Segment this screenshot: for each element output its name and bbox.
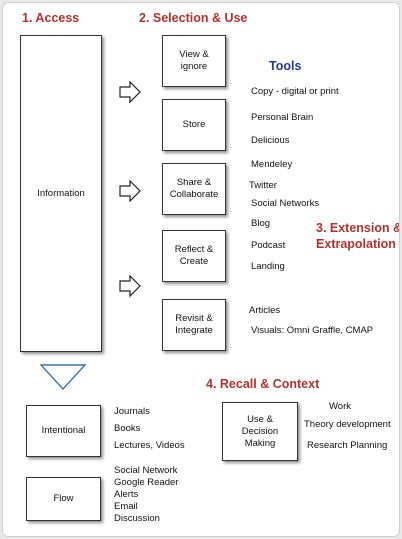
use-decision-line1: Use & [247, 413, 273, 425]
list-item: Books [114, 423, 141, 434]
information-box: Information [20, 35, 102, 352]
flow-box: Flow [26, 477, 101, 521]
right-arrow-icon [119, 179, 141, 203]
right-arrow-icon [119, 274, 141, 298]
use-decision-box: Use & Decision Making [222, 402, 298, 461]
tool-mendeley: Mendeley [251, 159, 293, 170]
intentional-list: Journals Books Lectures, Videos [114, 406, 185, 452]
heading-recall-context: 4. Recall & Context [206, 377, 320, 391]
share-collaborate-line1: Share & [176, 177, 212, 188]
heading-access: 1. Access [22, 11, 80, 25]
tool-visuals: Visuals: Omni Graffle, CMAP [251, 325, 374, 336]
list-item: Google Reader [114, 477, 179, 488]
tool-personal-brain: Personal Brain [251, 112, 314, 123]
tool-landing: Landing [251, 261, 285, 272]
heading-selection-use: 2. Selection & Use [139, 11, 248, 25]
heading-extension-line2: Extrapolation [316, 237, 396, 251]
intentional-label: Intentional [41, 425, 86, 436]
right-arrow-icon [119, 80, 141, 104]
list-item: Discussion [114, 513, 160, 524]
list-item: Social Network [114, 465, 178, 476]
use-decision-line3: Making [244, 437, 276, 449]
down-triangle-icon [39, 364, 87, 391]
view-ignore-box: View & ignore [162, 35, 226, 87]
tool-copy: Copy - digital or print [251, 86, 339, 97]
list-item: Journals [114, 406, 150, 417]
revisit-integrate-line2: Integrate [175, 325, 213, 336]
share-collaborate-box: Share & Collaborate [162, 163, 226, 215]
flow-list: Social Network Google Reader Alerts Emai… [114, 465, 178, 525]
view-ignore-line1: View & [179, 49, 209, 60]
context-research: Research Planning [307, 440, 388, 451]
information-label: Information [37, 187, 85, 199]
view-ignore-line2: ignore [180, 61, 208, 72]
intentional-box: Intentional [26, 405, 101, 457]
store-label: Store [182, 119, 206, 130]
context-theory: Theory development [304, 419, 391, 430]
heading-tools: Tools [269, 59, 302, 73]
tool-social-networks: Social Networks [251, 198, 320, 209]
list-item: Alerts [114, 489, 139, 500]
reflect-create-box: Reflect & Create [162, 230, 226, 282]
share-collaborate-line2: Collaborate [169, 189, 219, 200]
list-item: Email [114, 501, 138, 512]
tool-articles: Articles [249, 305, 281, 316]
list-item: Lectures, Videos [114, 440, 185, 451]
use-decision-line2: Decision [241, 425, 279, 437]
flow-label: Flow [53, 493, 74, 504]
tool-blog: Blog [251, 218, 271, 229]
reflect-create-line1: Reflect & [174, 244, 214, 255]
tool-twitter: Twitter [249, 180, 277, 191]
revisit-integrate-line1: Revisit & [175, 313, 213, 324]
tool-delicious: Delicious [251, 135, 290, 146]
reflect-create-line2: Create [179, 256, 209, 267]
heading-extension-line1: 3. Extension & [316, 221, 400, 235]
context-work: Work [329, 401, 351, 412]
tool-podcast: Podcast [251, 240, 286, 251]
revisit-integrate-box: Revisit & Integrate [162, 299, 226, 351]
store-box: Store [162, 99, 226, 151]
